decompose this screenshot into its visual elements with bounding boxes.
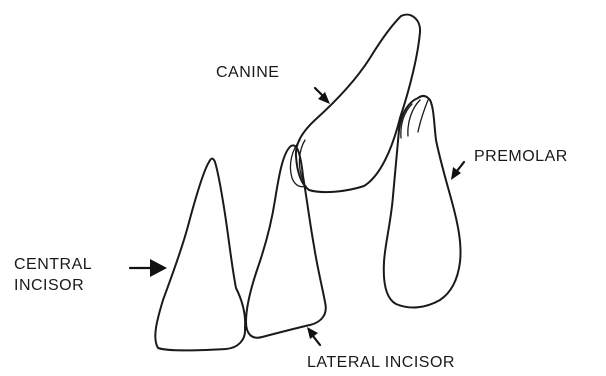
lateral-incisor-outline <box>246 145 326 337</box>
lateral-incisor-label: LATERAL INCISOR <box>307 352 455 373</box>
canine-arrow <box>315 88 330 104</box>
premolar-arrow <box>451 162 464 180</box>
premolar-label: PREMOLAR <box>474 146 568 167</box>
canine-outline <box>296 15 420 192</box>
central-incisor-label: CENTRAL INCISOR <box>14 254 92 296</box>
canine-label: CANINE <box>216 62 279 83</box>
central-incisor-label-line1: CENTRAL <box>14 254 92 275</box>
premolar-outline <box>384 96 461 308</box>
lateral-incisor-arrow <box>307 327 320 345</box>
premolar-cusp-contour-top <box>418 100 428 132</box>
central-incisor-arrow <box>130 259 167 277</box>
central-incisor-label-line2: INCISOR <box>14 275 92 296</box>
central-incisor-outline <box>155 159 245 351</box>
